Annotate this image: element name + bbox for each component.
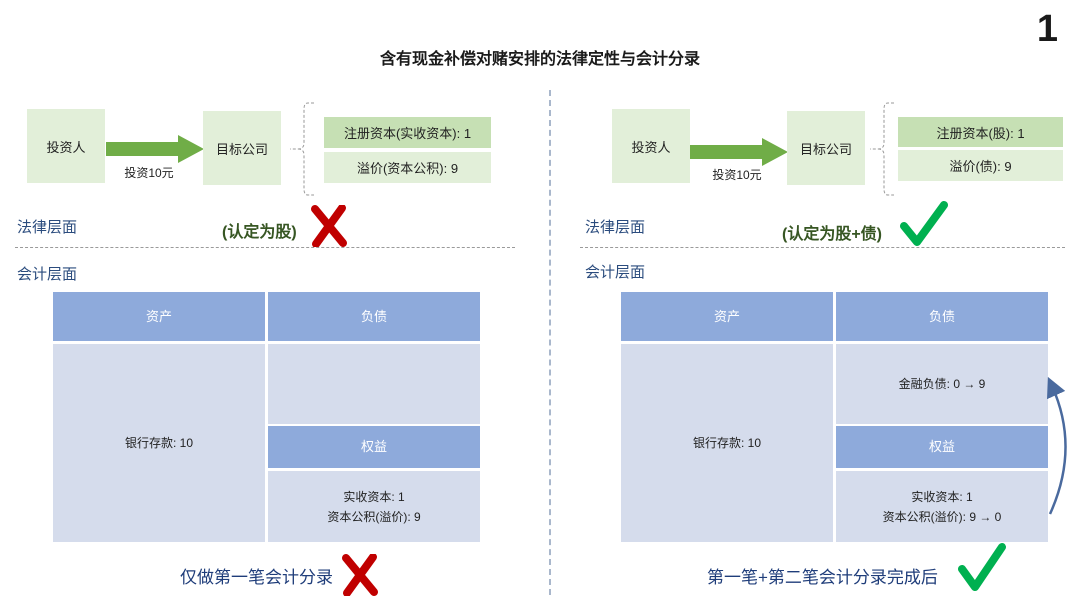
left-target-label: 目标公司 bbox=[215, 141, 268, 157]
right-section-divider bbox=[580, 247, 1065, 248]
right-accounting-label: 会计层面 bbox=[585, 264, 646, 281]
right-item1-box: 注册资本(股): 1 bbox=[898, 117, 1063, 147]
right-item2-box: 溢价(债): 9 bbox=[898, 150, 1063, 181]
page-title: 含有现金补偿对赌安排的法律定性与会计分录 bbox=[379, 51, 700, 68]
right-investor-box: 投资人 bbox=[612, 109, 690, 183]
left-legal-verdict: (认定为股) bbox=[222, 224, 297, 241]
right-investor-label: 投资人 bbox=[631, 139, 671, 155]
left-investor-box: 投资人 bbox=[27, 109, 105, 183]
right-assets-value: 银行存款: 10 bbox=[621, 344, 833, 542]
left-legal-label: 法律层面 bbox=[17, 219, 78, 236]
right-item2-label: 溢价(债): 9 bbox=[949, 159, 1012, 174]
right-equity-header: 权益 bbox=[836, 426, 1048, 468]
transfer-arrow-icon bbox=[1046, 376, 1067, 515]
left-assets-value: 银行存款: 10 bbox=[53, 344, 265, 542]
center-divider bbox=[549, 90, 551, 595]
left-investor-label: 投资人 bbox=[46, 139, 86, 155]
left-liabilities-header: 负债 bbox=[268, 292, 480, 341]
left-liabilities-value bbox=[268, 344, 480, 424]
right-target-label: 目标公司 bbox=[799, 141, 852, 157]
left-equity-value: 实收资本: 1 资本公积(溢价): 9 bbox=[268, 471, 480, 542]
left-brace bbox=[290, 102, 314, 196]
right-legal-check-icon bbox=[900, 200, 948, 248]
right-target-box: 目标公司 bbox=[787, 111, 865, 185]
left-invest-label: 投资10元 bbox=[124, 166, 174, 180]
right-item1-label: 注册资本(股): 1 bbox=[936, 125, 1025, 141]
left-target-box: 目标公司 bbox=[203, 111, 281, 185]
right-invest-arrow bbox=[690, 138, 788, 166]
right-equity-value: 实收资本: 1 资本公积(溢价): 9 → 0 bbox=[836, 471, 1048, 542]
left-legal-cross-icon bbox=[311, 205, 347, 247]
left-invest-arrow bbox=[106, 135, 204, 163]
right-invest-label: 投资10元 bbox=[712, 168, 762, 182]
left-item2-label: 溢价(资本公积): 9 bbox=[356, 161, 459, 176]
page-number: 1 bbox=[1036, 8, 1058, 50]
right-assets-header: 资产 bbox=[621, 292, 833, 341]
left-equity-header: 权益 bbox=[268, 426, 480, 468]
right-equity-line2: 资本公积(溢价): 9 → 0 bbox=[882, 509, 1002, 524]
left-assets-header: 资产 bbox=[53, 292, 265, 341]
right-legal-verdict: (认定为股+债) bbox=[782, 226, 883, 243]
left-item1-box: 注册资本(实收资本): 1 bbox=[324, 117, 491, 148]
left-equity-line2: 资本公积(溢价): 9 bbox=[327, 509, 421, 524]
left-item2-box: 溢价(资本公积): 9 bbox=[324, 152, 491, 183]
left-caption-cross-icon bbox=[342, 554, 378, 596]
right-legal-label: 法律层面 bbox=[585, 219, 646, 236]
right-liabilities-value: 金融负债: 0 → 9 bbox=[836, 344, 1048, 424]
right-equity-line1: 实收资本: 1 bbox=[911, 489, 973, 504]
right-liabilities-header: 负债 bbox=[836, 292, 1048, 341]
left-equity-line1: 实收资本: 1 bbox=[343, 489, 405, 504]
right-brace bbox=[870, 102, 894, 196]
left-section-divider bbox=[15, 247, 515, 248]
right-caption: 第一笔+第二笔会计分录完成后 bbox=[707, 568, 938, 587]
left-accounting-label: 会计层面 bbox=[17, 266, 78, 283]
left-item1-label: 注册资本(实收资本): 1 bbox=[343, 126, 472, 141]
right-caption-check-icon bbox=[958, 541, 1006, 593]
left-caption: 仅做第一笔会计分录 bbox=[180, 568, 333, 587]
